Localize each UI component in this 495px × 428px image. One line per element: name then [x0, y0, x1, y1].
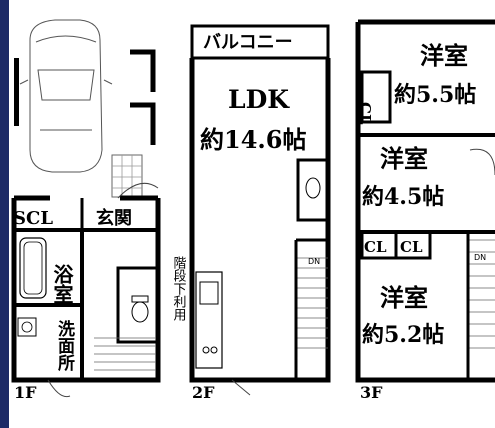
floor-label-2f: 2F — [192, 383, 215, 402]
stair-dn-2f: DN — [308, 257, 320, 266]
floor-2f — [189, 24, 331, 396]
room-label-balcony: バルコニー — [203, 32, 293, 53]
floor-label-1f: 1F — [14, 383, 37, 402]
room-label-room1: 洋室 — [420, 41, 468, 70]
room-label-washroom: 洗面所 — [54, 319, 75, 372]
room-label-genkan: 玄関 — [96, 207, 132, 229]
room-label-ldk: LDK — [228, 85, 290, 114]
room-size-room2: 約4.5帖 — [362, 184, 444, 210]
floor-1f — [11, 19, 161, 398]
room-label-room2: 洋室 — [380, 144, 428, 173]
room-label-cl1: CL — [356, 102, 374, 125]
room-label-bath: 浴室 — [50, 264, 74, 304]
room-size-room1: 約5.5帖 — [394, 82, 476, 108]
car-icon — [19, 19, 113, 173]
stair-dn-3f: DN — [474, 253, 486, 262]
stair-note: 階段下利用 — [171, 256, 187, 322]
page-border — [0, 0, 9, 428]
room-size-room3: 約5.2帖 — [362, 322, 444, 348]
floor-3f — [355, 19, 495, 383]
room-size-ldk: 約14.6帖 — [200, 125, 306, 154]
room-label-scl: SCL — [13, 208, 53, 229]
room-label-room3: 洋室 — [380, 283, 428, 312]
room-label-cl2: CL — [364, 238, 387, 256]
room-label-cl3: CL — [400, 238, 423, 256]
floor-label-3f: 3F — [360, 383, 383, 402]
